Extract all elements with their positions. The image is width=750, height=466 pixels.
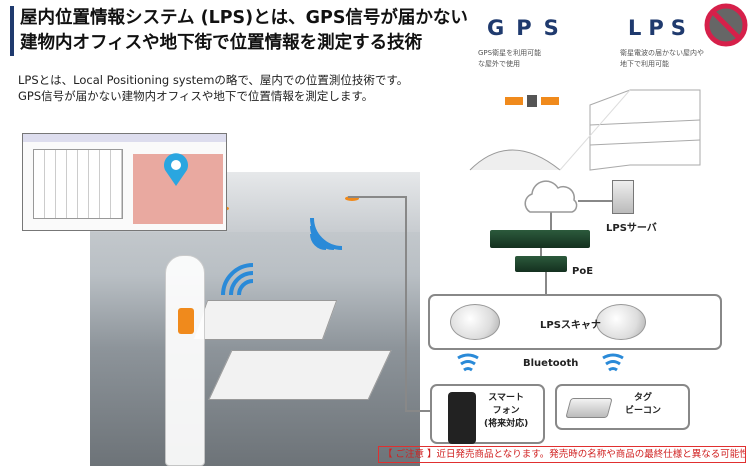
- gps-label: GPS: [487, 16, 571, 40]
- wifi-signal-icon: [310, 217, 343, 250]
- bluetooth-label: Bluetooth: [523, 358, 579, 369]
- smartphone-icon: [448, 392, 476, 444]
- cloud-icon: [524, 180, 578, 213]
- tag-beacon-label: タグビーコン: [625, 393, 662, 416]
- office-desk: [208, 350, 392, 400]
- smartphone-label: スマートフォン(将来対応): [484, 393, 529, 429]
- bluetooth-signal-icon: [602, 353, 624, 372]
- lps-caption: 衛星電波の届かない屋内や地下で利用可能: [620, 49, 704, 68]
- bluetooth-signal-icon: [457, 353, 479, 372]
- satellite-building-illustration: [469, 89, 701, 171]
- lps-label: LPS: [628, 16, 693, 40]
- floor-map-screenshot: [22, 133, 227, 231]
- location-pin-icon: [164, 153, 188, 186]
- lps-scanner-label: LPSスキャナ: [540, 320, 601, 331]
- tag-beacon-icon: [565, 398, 613, 418]
- no-entry-icon: [704, 3, 748, 47]
- office-desk: [192, 300, 338, 340]
- person-silhouette: [165, 255, 205, 466]
- notice-banner: 【 ご注意 】近日発売商品となります。発売時の名称や商品の最終仕様と異なる可能性…: [378, 446, 746, 463]
- poe-label: PoE: [572, 266, 594, 277]
- poe-switch-icon: [515, 256, 567, 272]
- intro-text: LPSとは、Local Positioning systemの略で、屋内での位置…: [18, 73, 409, 103]
- lps-server-label: LPSサーバ: [606, 223, 657, 234]
- tag-beacon-on-person: [178, 308, 194, 334]
- ceiling-scanner: [345, 196, 359, 201]
- server-icon: [612, 180, 634, 214]
- lps-scanner-icon: [596, 304, 646, 340]
- gps-caption: GPS衛星を利用可能な屋外で使用: [478, 49, 542, 68]
- wifi-signal-icon: [221, 263, 254, 296]
- network-switch-icon: [490, 230, 590, 248]
- page-title: 屋内位置情報システム (LPS)とは、GPS信号が届かない 建物内オフィスや地下…: [10, 6, 468, 56]
- lps-scanner-icon: [450, 304, 500, 340]
